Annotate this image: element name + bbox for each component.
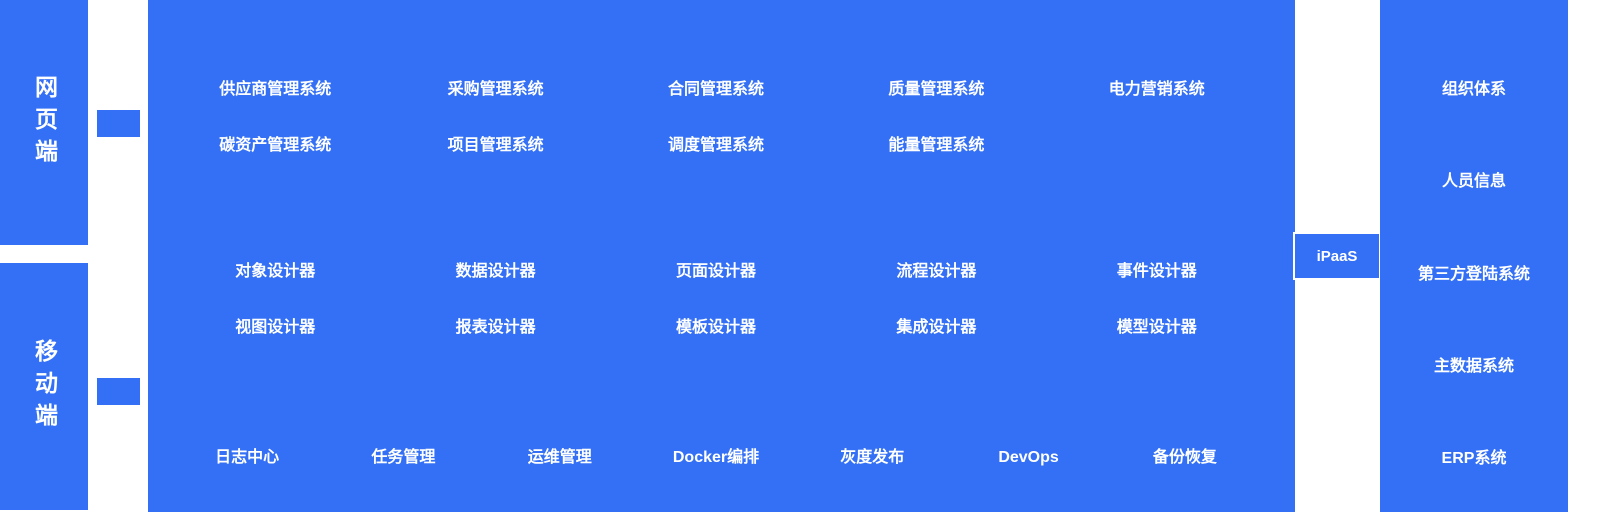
designer-label: 数据设计器: [455, 263, 536, 280]
ops-label: 灰度发布: [840, 449, 905, 466]
designer-label: 流程设计器: [896, 263, 977, 280]
external-system-label: ERP系统: [1441, 450, 1507, 467]
ops-tools-row: 日志中心 任务管理 运维管理 Docker编排 灰度发布 DevOps 备份恢复: [169, 448, 1263, 468]
module-label: 碳资产管理系统: [219, 137, 332, 154]
panel-web-client: 网页端: [0, 0, 88, 245]
ipaas-bridge: iPaaS: [1293, 232, 1381, 280]
business-systems-row-1: 供应商管理系统 采购管理系统 合同管理系统 质量管理系统 电力营销系统: [165, 80, 1267, 100]
external-system-label: 第三方登陆系统: [1417, 266, 1530, 283]
business-systems-row-2: 碳资产管理系统 项目管理系统 调度管理系统 能量管理系统: [165, 136, 1267, 156]
module-label-empty: [1047, 136, 1267, 156]
external-system-label: 主数据系统: [1433, 358, 1514, 375]
designer-label: 报表设计器: [455, 319, 536, 336]
designer-label: 集成设计器: [896, 319, 977, 336]
ipaas-label: iPaaS: [1316, 247, 1358, 265]
platform-main-block: 供应商管理系统 采购管理系统 合同管理系统 质量管理系统 电力营销系统 碳资产管…: [148, 0, 1295, 512]
designer-label: 模型设计器: [1116, 319, 1197, 336]
module-label: 能量管理系统: [888, 137, 985, 154]
designers-row-2: 视图设计器 报表设计器 模板设计器 集成设计器 模型设计器: [165, 318, 1267, 338]
external-system-label: 人员信息: [1441, 173, 1506, 190]
designer-label: 模板设计器: [675, 319, 756, 336]
module-label: 项目管理系统: [447, 137, 544, 154]
module-label: 调度管理系统: [667, 137, 764, 154]
designers-row-1: 对象设计器 数据设计器 页面设计器 流程设计器 事件设计器: [165, 262, 1267, 282]
module-label: 质量管理系统: [888, 81, 985, 98]
module-label: 供应商管理系统: [219, 81, 332, 98]
module-label: 电力营销系统: [1108, 81, 1205, 98]
ops-label: DevOps: [998, 449, 1059, 466]
designer-label: 视图设计器: [235, 319, 316, 336]
module-label: 采购管理系统: [447, 81, 544, 98]
module-label: 合同管理系统: [667, 81, 764, 98]
ops-label: 备份恢复: [1152, 449, 1217, 466]
panel-web-client-label: 网页端: [31, 74, 58, 171]
external-system-label: 组织体系: [1441, 81, 1506, 98]
designer-label: 事件设计器: [1116, 263, 1197, 280]
panel-mobile-client-label: 移动端: [31, 338, 58, 435]
connector-mobile-to-platform: [97, 378, 140, 405]
external-systems-panel: 组织体系 人员信息 第三方登陆系统 主数据系统 ERP系统: [1380, 0, 1568, 512]
ops-label: Docker编排: [672, 449, 760, 466]
designer-label: 对象设计器: [235, 263, 316, 280]
ops-label: 任务管理: [371, 449, 436, 466]
designer-label: 页面设计器: [675, 263, 756, 280]
ops-label: 日志中心: [215, 449, 280, 466]
ops-label: 运维管理: [527, 449, 592, 466]
connector-web-to-platform: [97, 110, 140, 137]
panel-mobile-client: 移动端: [0, 263, 88, 510]
